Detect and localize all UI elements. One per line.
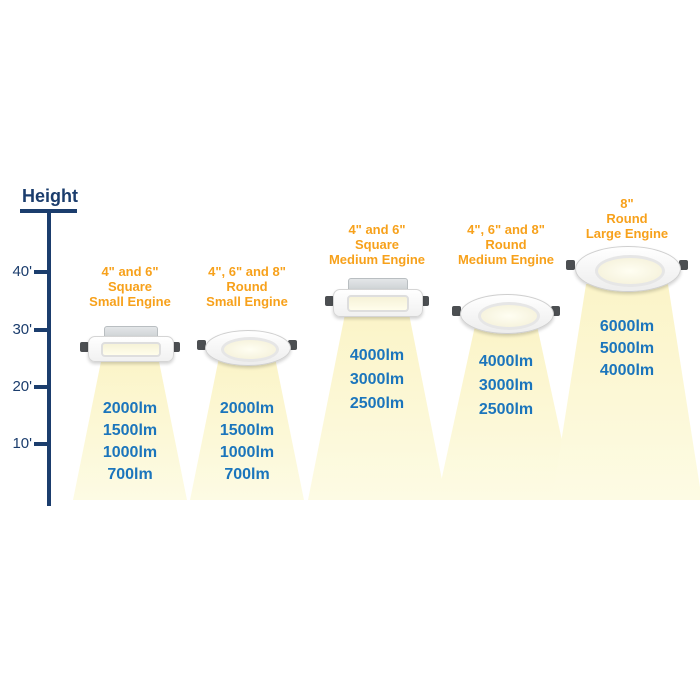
label-line: Medium Engine bbox=[457, 252, 555, 267]
fixture-aperture bbox=[221, 337, 279, 362]
label-line: Small Engine bbox=[89, 294, 171, 309]
lumen-value: 3000lm bbox=[478, 377, 534, 394]
lumen-value: 2500lm bbox=[349, 395, 405, 412]
lumen-list-square-small: 2000lm 1500lm 1000lm 700lm bbox=[70, 398, 190, 486]
label-line: 8" bbox=[620, 196, 634, 211]
lumen-value: 4000lm bbox=[349, 347, 405, 364]
label-line: 4", 6" and 8" bbox=[467, 222, 545, 237]
axis-title: Height bbox=[22, 186, 78, 206]
lumen-list-round-large: 6000lm 5000lm 4000lm bbox=[567, 316, 687, 382]
lumen-value: 3000lm bbox=[349, 371, 405, 388]
label-round-small-engine: 4", 6" and 8" Round Small Engine bbox=[183, 264, 311, 309]
fixture-aperture bbox=[595, 255, 665, 287]
label-round-large-engine: 8" Round Large Engine bbox=[563, 196, 691, 241]
fixture-aperture bbox=[101, 342, 161, 357]
axis-vertical-line bbox=[47, 209, 51, 506]
label-square-small-engine: 4" and 6" Square Small Engine bbox=[66, 264, 194, 309]
label-line: Square bbox=[354, 237, 400, 252]
mounting-clip-icon bbox=[452, 306, 461, 316]
mounting-clip-icon bbox=[171, 342, 180, 352]
axis-tick-30 bbox=[34, 328, 48, 332]
lumen-value: 1500lm bbox=[219, 422, 275, 439]
lumen-value: 1000lm bbox=[102, 444, 158, 461]
label-line: Large Engine bbox=[585, 226, 669, 241]
axis-tick-10 bbox=[34, 442, 48, 446]
label-line: Medium Engine bbox=[328, 252, 426, 267]
label-line: Round bbox=[606, 211, 648, 226]
lumen-list-square-medium: 4000lm 3000lm 2500lm bbox=[317, 344, 437, 416]
lumen-value: 2000lm bbox=[219, 400, 275, 417]
lumen-list-round-medium: 4000lm 3000lm 2500lm bbox=[446, 350, 566, 422]
lumen-list-round-small: 2000lm 1500lm 1000lm 700lm bbox=[187, 398, 307, 486]
lumen-value: 2000lm bbox=[102, 400, 158, 417]
lumen-value: 700lm bbox=[107, 466, 153, 483]
axis-label-10: 10' bbox=[12, 435, 32, 452]
mounting-clip-icon bbox=[551, 306, 560, 316]
axis-tick-20 bbox=[34, 385, 48, 389]
lumen-value: 4000lm bbox=[599, 362, 655, 379]
label-line: 4" and 6" bbox=[101, 264, 159, 279]
fixture-aperture bbox=[347, 295, 409, 312]
label-line: Round bbox=[485, 237, 527, 252]
mounting-clip-icon bbox=[325, 296, 334, 306]
lumen-value: 700lm bbox=[224, 466, 270, 483]
lumen-value: 6000lm bbox=[599, 318, 655, 335]
label-line: 4", 6" and 8" bbox=[208, 264, 286, 279]
lumen-value: 4000lm bbox=[478, 353, 534, 370]
label-line: 4" and 6" bbox=[348, 222, 406, 237]
mounting-clip-icon bbox=[197, 340, 206, 350]
lumen-value: 1000lm bbox=[219, 444, 275, 461]
mounting-clip-icon bbox=[679, 260, 688, 270]
axis-label-30: 30' bbox=[12, 321, 32, 338]
axis-label-20: 20' bbox=[12, 378, 32, 395]
label-round-medium-engine: 4", 6" and 8" Round Medium Engine bbox=[442, 222, 570, 267]
lumen-value: 2500lm bbox=[478, 401, 534, 418]
lumen-value: 1500lm bbox=[102, 422, 158, 439]
mounting-clip-icon bbox=[420, 296, 429, 306]
mounting-clip-icon bbox=[80, 342, 89, 352]
label-line: Small Engine bbox=[206, 294, 288, 309]
label-line: Square bbox=[107, 279, 153, 294]
mounting-clip-icon bbox=[566, 260, 575, 270]
axis-tick-40 bbox=[34, 270, 48, 274]
axis-label-40: 40' bbox=[12, 263, 32, 280]
label-line: Round bbox=[226, 279, 268, 294]
mounting-clip-icon bbox=[288, 340, 297, 350]
lumen-value: 5000lm bbox=[599, 340, 655, 357]
label-square-medium-engine: 4" and 6" Square Medium Engine bbox=[313, 222, 441, 267]
fixture-aperture bbox=[478, 302, 540, 330]
